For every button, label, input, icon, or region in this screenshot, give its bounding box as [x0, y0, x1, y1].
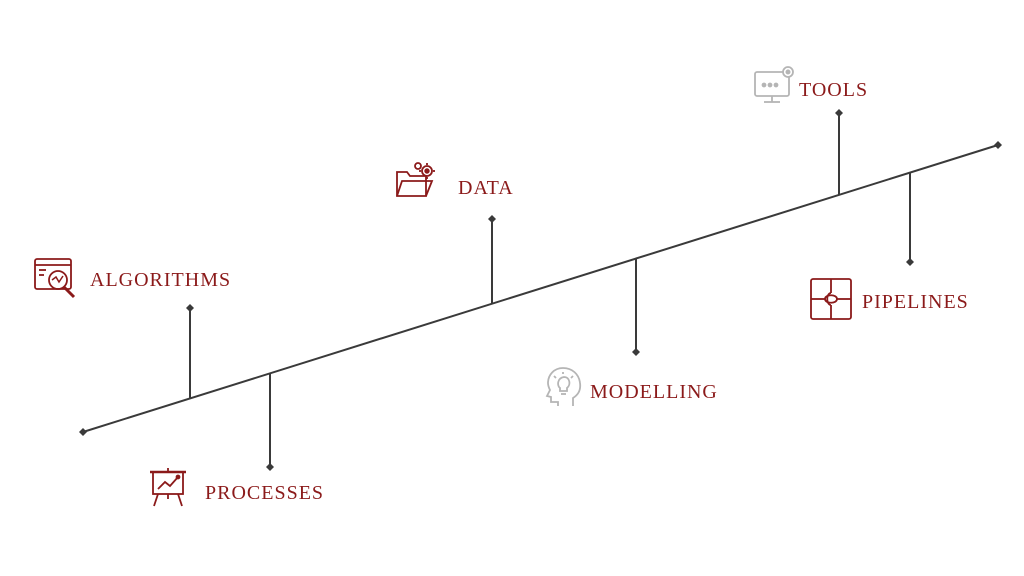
- head-lightbulb-icon: [545, 367, 582, 406]
- monitor-settings-icon: [754, 66, 794, 103]
- stem-data: [488, 215, 496, 303]
- label-processes: PROCESSES: [205, 475, 325, 506]
- label-algorithms: ALGORITHMS: [90, 262, 232, 293]
- label-tools: TOOLS: [799, 72, 869, 103]
- axis-start-marker: [79, 428, 87, 436]
- stem-processes: [266, 373, 274, 471]
- folder-gear-icon: [396, 162, 435, 197]
- puzzle-icon: [810, 278, 852, 320]
- presentation-board-icon: [150, 468, 186, 507]
- magnifier-chart-icon: [34, 258, 76, 299]
- axis-end-marker: [994, 141, 1002, 149]
- stem-pipelines: [906, 173, 914, 266]
- label-data: DATA: [458, 170, 514, 201]
- label-modelling: MODELLING: [590, 374, 718, 405]
- stem-tools: [835, 109, 843, 195]
- timeline-axis: [82, 144, 999, 433]
- stem-modelling: [632, 259, 640, 356]
- label-pipelines: PIPELINES: [862, 284, 969, 315]
- stem-algorithms: [186, 304, 194, 398]
